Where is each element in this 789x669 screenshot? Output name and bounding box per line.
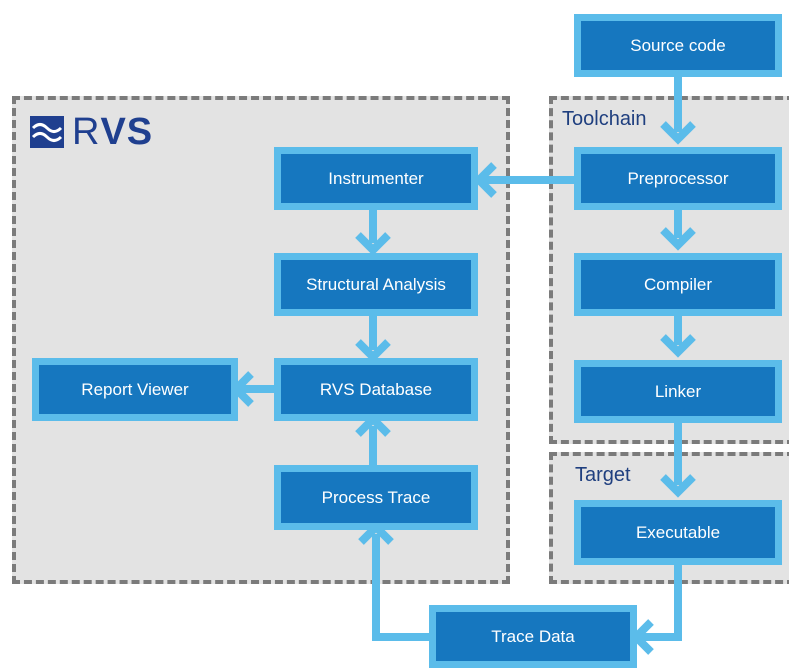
compiler-box[interactable]: Compiler [574,253,782,316]
rvs-logo: RVS [30,110,154,153]
arrowhead-executable [660,474,696,498]
arrowhead-database [355,339,391,363]
toolchain-label: Toolchain [562,108,647,130]
arrowhead-linker [660,334,696,358]
trace-data-box[interactable]: Trace Data [429,605,637,668]
target-label: Target [575,464,631,486]
arrowhead-compiler [660,227,696,251]
instrumenter-box[interactable]: Instrumenter [274,147,478,210]
report-viewer-box[interactable]: Report Viewer [32,358,238,421]
structural-analysis-box[interactable]: Structural Analysis [274,253,478,316]
rvs-database-box[interactable]: RVS Database [274,358,478,421]
arrowhead-preprocessor [660,121,696,145]
arrow-trace-data-to-process-trace [372,534,432,641]
source-code-box[interactable]: Source code [574,14,782,77]
process-trace-box[interactable]: Process Trace [274,465,478,530]
arrowhead-structural [355,232,391,256]
linker-box[interactable]: Linker [574,360,782,423]
rvs-logo-icon [30,116,64,148]
preprocessor-box[interactable]: Preprocessor [574,147,782,210]
arrowhead-instrumenter [473,162,497,198]
rvs-logo-text: RVS [72,110,154,153]
arrow-executable-to-trace-data [640,565,682,641]
executable-box[interactable]: Executable [574,500,782,565]
